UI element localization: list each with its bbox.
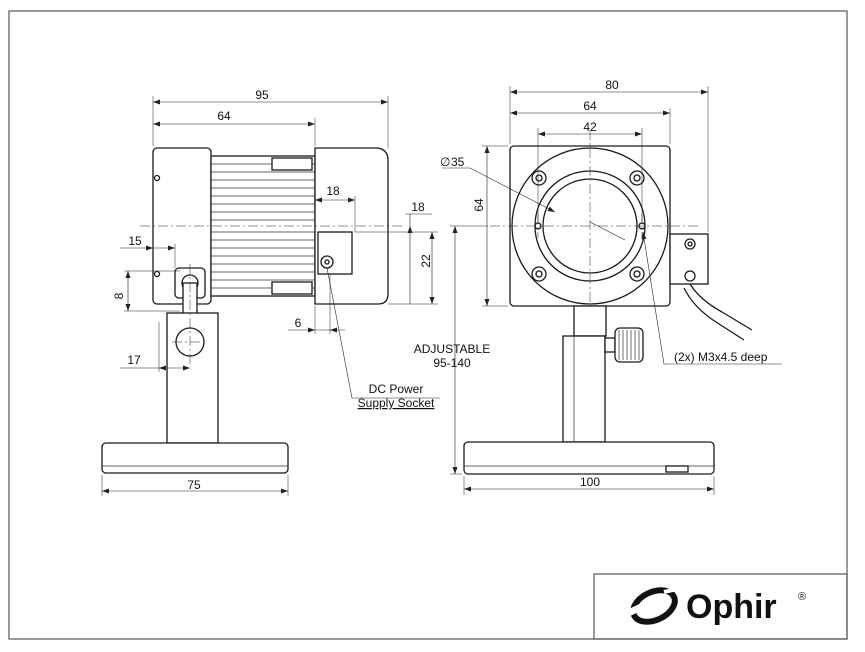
adjustable-label-line1: ADJUSTABLE	[414, 342, 490, 356]
dim-42: 42	[583, 120, 597, 134]
drawing-border	[8, 10, 848, 640]
front-knob	[614, 327, 644, 363]
hole-note: (2x) M3x4.5 deep	[674, 350, 768, 364]
dim-17: 17	[127, 353, 141, 367]
dim-15: 15	[128, 234, 142, 248]
dim-100: 100	[580, 475, 600, 489]
dc-power-label-line2: Supply Socket	[358, 396, 435, 410]
dim-75: 75	[187, 478, 201, 492]
dim-35: 35	[451, 155, 465, 169]
dim-64-side: 64	[217, 109, 231, 123]
side-fins	[211, 157, 315, 295]
adjustable-label-line2: 95-140	[433, 356, 471, 370]
dim-6: 6	[295, 316, 302, 330]
dc-socket	[317, 231, 353, 275]
front-view: 80 64 42 ∅ 35 64 18	[355, 78, 782, 495]
side-post	[166, 312, 219, 444]
dc-power-label-line1: DC Power	[369, 382, 424, 396]
dim-18-front: 18	[411, 200, 425, 214]
dim-64-front: 64	[583, 99, 597, 113]
brand-name: Ophir	[686, 588, 777, 626]
side-base	[101, 442, 289, 474]
dim-18-side: 18	[326, 184, 340, 198]
ophir-logo-icon	[625, 584, 691, 625]
cable	[689, 283, 753, 331]
front-post	[562, 335, 606, 443]
brand-registered-mark: ®	[798, 591, 806, 603]
front-post-collar	[573, 305, 607, 337]
dim-80: 80	[605, 78, 619, 92]
dim-8: 8	[112, 292, 126, 299]
side-view: 95 64 18 15 8 17	[101, 88, 440, 496]
logo-box: Ophir ®	[593, 573, 848, 640]
front-connector	[669, 233, 709, 285]
aperture-symbol: ∅	[440, 155, 450, 169]
dim-95: 95	[255, 88, 269, 102]
dim-22: 22	[419, 254, 433, 268]
dim-64-vertical: 64	[472, 198, 486, 212]
